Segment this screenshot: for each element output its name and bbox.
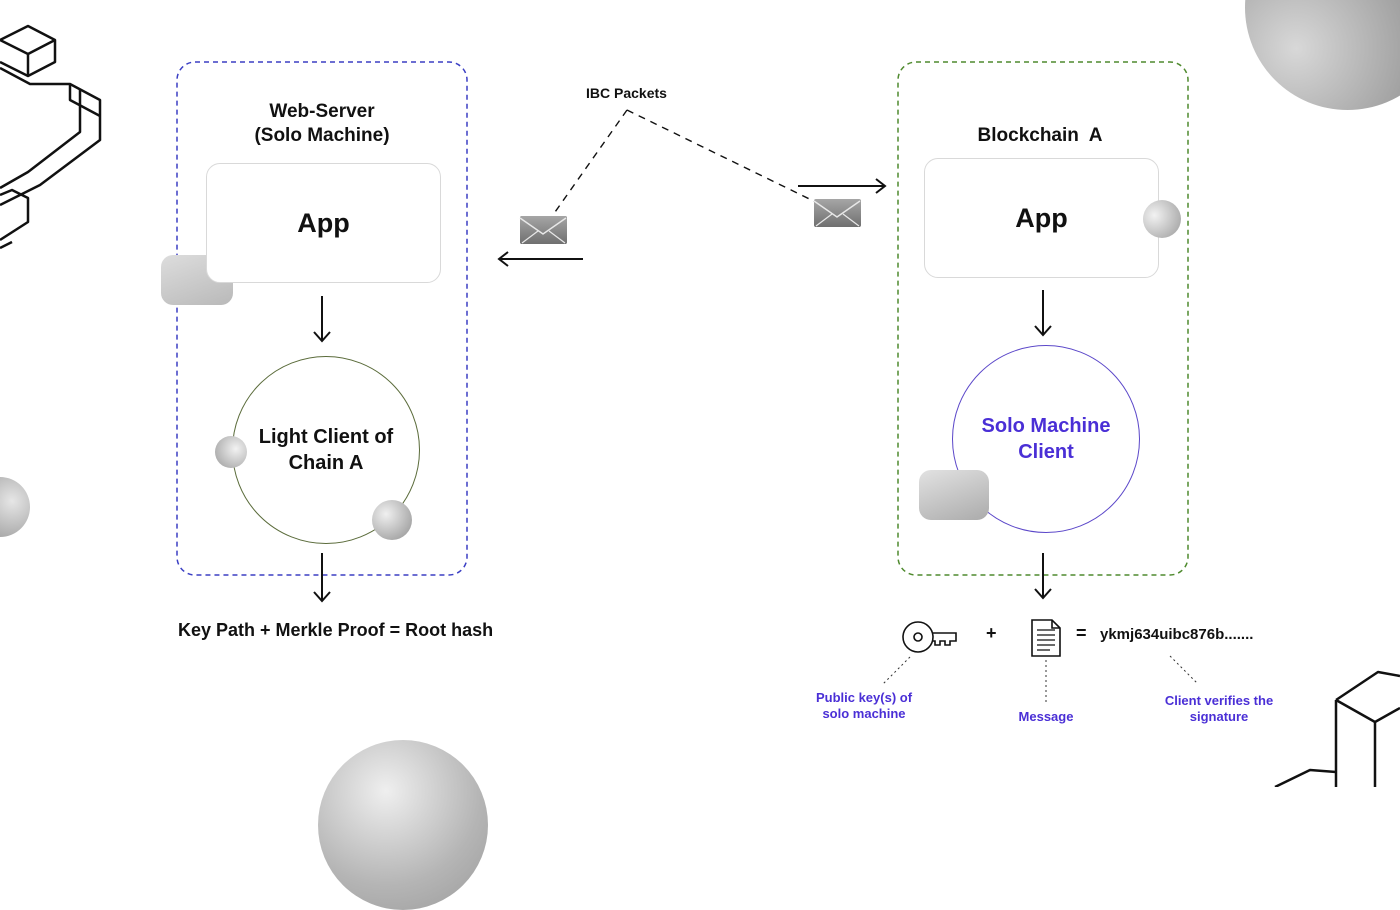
solo-client-label-line1: Solo Machine [981, 415, 1111, 437]
caption-verify-line2: signature [1189, 709, 1249, 724]
packet-line-left [547, 109, 628, 223]
arrow-light-client-down [313, 553, 331, 603]
leader-signature [1169, 655, 1199, 685]
leader-key [881, 656, 911, 686]
arrow-app-to-light-client [313, 296, 331, 343]
caption-verify-line1: Client verifies the [1164, 693, 1274, 708]
arrow-to-blockchain [798, 178, 887, 194]
packet-line-right [626, 109, 833, 211]
caption-public-key-line2: solo machine [822, 706, 906, 721]
key-icon [902, 621, 957, 653]
arrow-solo-client-down [1034, 553, 1052, 600]
diagram-lines [0, 24, 1400, 787]
solo-client-label-line2: Client [1018, 441, 1074, 463]
blockchain-title: Blockchain A [977, 125, 1103, 146]
blockchain-app-label: App [1015, 202, 1068, 233]
isometric-decoration-top-left [0, 24, 102, 250]
web-server-title: Web-Server (Solo Machine) [222, 100, 422, 148]
web-server-container [176, 61, 468, 576]
web-server-app-label: App [297, 207, 350, 238]
web-server-title-line2: (Solo Machine) [254, 125, 390, 146]
equals-sign: = [1076, 623, 1087, 643]
caption-client-verifies: Client verifies the signature [1155, 693, 1283, 725]
arrow-to-web-server [497, 251, 583, 267]
blockchain-app-box: App [924, 158, 1159, 278]
web-server-title-line1: Web-Server [269, 101, 375, 122]
decorative-ball-light-client-right [372, 500, 412, 540]
arrow-app-to-solo-client [1034, 290, 1052, 337]
decorative-ball-light-client-left [215, 436, 247, 468]
envelope-icon [519, 216, 567, 244]
light-client-label-line1: Light Client of [258, 426, 394, 448]
light-client-label-line2: Chain A [288, 452, 364, 474]
decorative-square-right [919, 470, 989, 520]
isometric-decoration-bottom-right [1274, 670, 1400, 787]
envelope-icon [813, 199, 861, 227]
caption-message: Message [1018, 709, 1074, 724]
blockchain-container [897, 61, 1189, 576]
web-server-app-box: App [206, 163, 441, 283]
ibc-packets-label: IBC Packets [586, 85, 667, 101]
decorative-ball-blockchain-app [1143, 200, 1181, 238]
signature-value: ykmj634uibc876b....... [1100, 626, 1254, 643]
document-icon [1031, 619, 1061, 657]
plus-sign: + [986, 623, 997, 643]
merkle-proof-equation: Key Path + Merkle Proof = Root hash [178, 620, 494, 640]
caption-public-key: Public key(s) of solo machine [804, 690, 924, 722]
caption-public-key-line1: Public key(s) of [815, 690, 913, 705]
